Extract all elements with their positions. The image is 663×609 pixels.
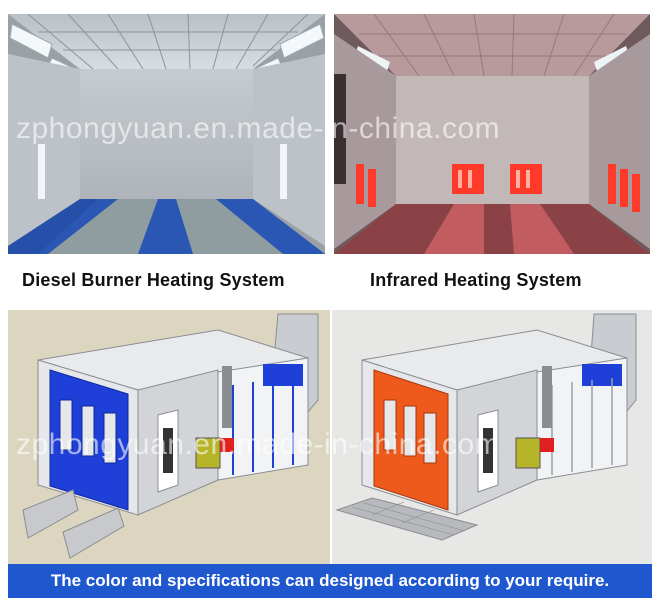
orange-booth-illustration	[332, 310, 652, 564]
footer-banner: The color and specifications can designe…	[8, 564, 652, 598]
infrared-booth-interior-image	[334, 14, 650, 254]
diesel-booth-interior-image	[8, 14, 325, 254]
blue-booth-render	[8, 310, 330, 564]
footer-text: The color and specifications can designe…	[50, 571, 610, 590]
diesel-booth-photo	[8, 14, 325, 254]
orange-booth-render	[332, 310, 652, 564]
infrared-caption: Infrared Heating System	[370, 270, 582, 290]
blue-booth-illustration	[8, 310, 330, 564]
infrared-booth-photo	[334, 14, 650, 254]
diesel-caption: Diesel Burner Heating System	[22, 270, 285, 290]
